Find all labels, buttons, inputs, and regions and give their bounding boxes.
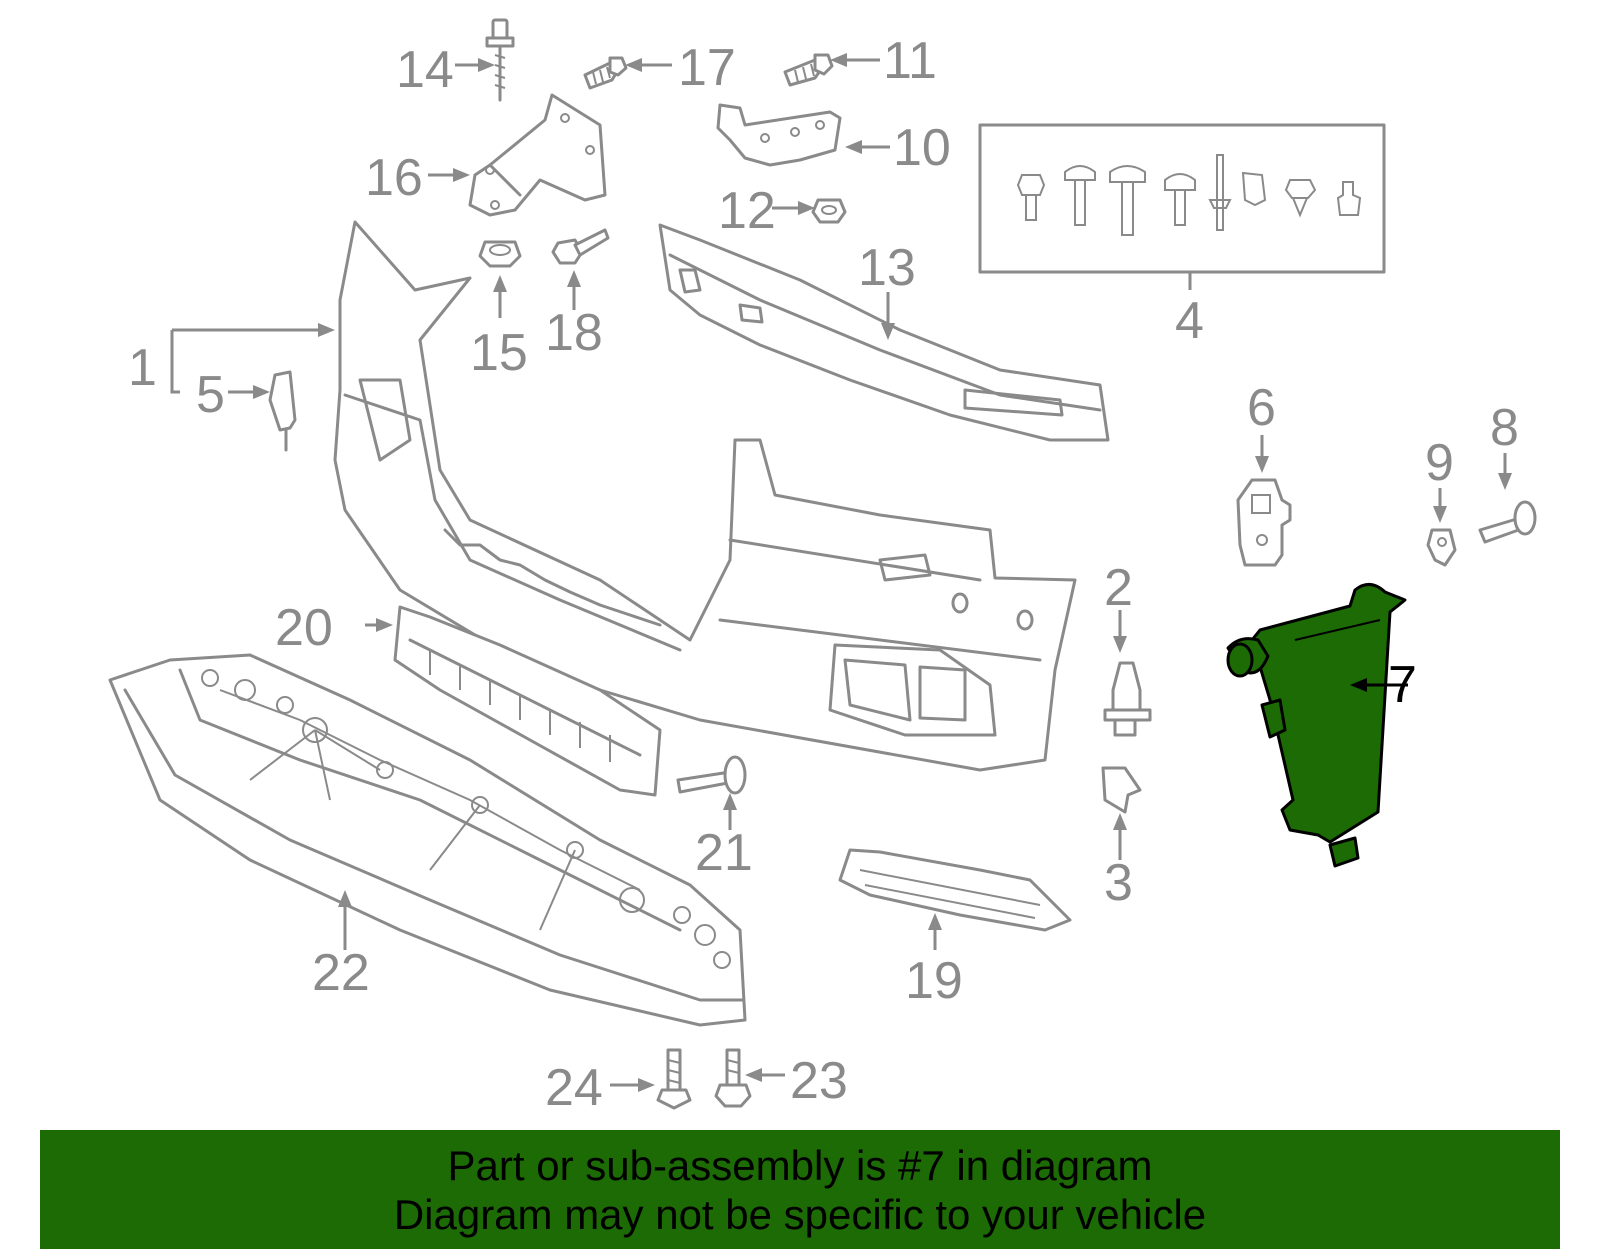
part-20-grille[interactable] bbox=[393, 605, 662, 797]
callout-4: 4 bbox=[1175, 292, 1204, 350]
callout-17: 17 bbox=[678, 39, 736, 97]
part-9-clip[interactable] bbox=[1426, 528, 1457, 567]
callout-2: 2 bbox=[1104, 559, 1133, 617]
callout-10: 10 bbox=[893, 119, 951, 177]
callout-1: 1 bbox=[128, 339, 157, 397]
part-6-clip[interactable] bbox=[1236, 478, 1292, 567]
part-15-nut[interactable] bbox=[478, 240, 522, 268]
callout-9: 9 bbox=[1425, 434, 1454, 492]
callout-5: 5 bbox=[196, 366, 225, 424]
part-18-bolt[interactable] bbox=[551, 228, 610, 265]
part-21-bolt[interactable] bbox=[676, 755, 747, 795]
callout-3: 3 bbox=[1104, 854, 1133, 912]
part-2-push-pin[interactable] bbox=[1103, 661, 1152, 737]
callout-21: 21 bbox=[695, 824, 753, 882]
callout-7: 7 bbox=[1388, 656, 1417, 714]
part-13-impact-bar[interactable] bbox=[658, 223, 1110, 442]
part-12-nut[interactable] bbox=[811, 198, 847, 224]
callout-20: 20 bbox=[275, 599, 333, 657]
part-17-screw[interactable] bbox=[583, 56, 628, 90]
part-11-screw[interactable] bbox=[783, 53, 834, 87]
part-22-underbody-shield[interactable] bbox=[108, 653, 747, 1027]
banner-line-2: Diagram may not be specific to your vehi… bbox=[393, 1190, 1207, 1238]
callout-14: 14 bbox=[396, 41, 454, 99]
callout-19: 19 bbox=[905, 952, 963, 1010]
callout-11: 11 bbox=[883, 32, 937, 90]
part-16-bracket[interactable] bbox=[468, 93, 607, 217]
part-7-highlighted[interactable] bbox=[1226, 583, 1407, 868]
part-1-bumper-cover[interactable] bbox=[333, 220, 1077, 772]
callout-12: 12 bbox=[718, 182, 776, 240]
callout-15: 15 bbox=[470, 324, 528, 382]
part-4-hardware-kit[interactable] bbox=[978, 123, 1386, 274]
callout-8: 8 bbox=[1490, 399, 1519, 457]
callout-23: 23 bbox=[790, 1052, 848, 1110]
callout-6: 6 bbox=[1247, 379, 1276, 437]
part-24-bolt[interactable] bbox=[656, 1048, 692, 1110]
leader-lines bbox=[170, 53, 1512, 1092]
callout-24: 24 bbox=[545, 1059, 603, 1117]
callout-16: 16 bbox=[365, 149, 423, 207]
callout-labels: 1 2 3 4 5 6 7 8 9 10 11 12 13 14 15 16 1… bbox=[128, 32, 1519, 1117]
part-19-grille-insert[interactable] bbox=[838, 848, 1072, 932]
part-5-bracket[interactable] bbox=[268, 370, 297, 452]
part-14-bolt[interactable] bbox=[485, 18, 515, 102]
part-8-bolt[interactable] bbox=[1478, 500, 1537, 544]
part-10-bracket[interactable] bbox=[716, 103, 842, 167]
banner-line-1: Part or sub-assembly is #7 in diagram bbox=[447, 1141, 1153, 1189]
callout-13: 13 bbox=[858, 239, 916, 297]
part-3-bracket[interactable] bbox=[1101, 766, 1142, 814]
part-23-bolt[interactable] bbox=[714, 1048, 752, 1108]
callout-22: 22 bbox=[312, 944, 370, 1002]
info-banner: Part or sub-assembly is #7 in diagram Di… bbox=[40, 1130, 1560, 1249]
callout-18: 18 bbox=[545, 304, 603, 362]
